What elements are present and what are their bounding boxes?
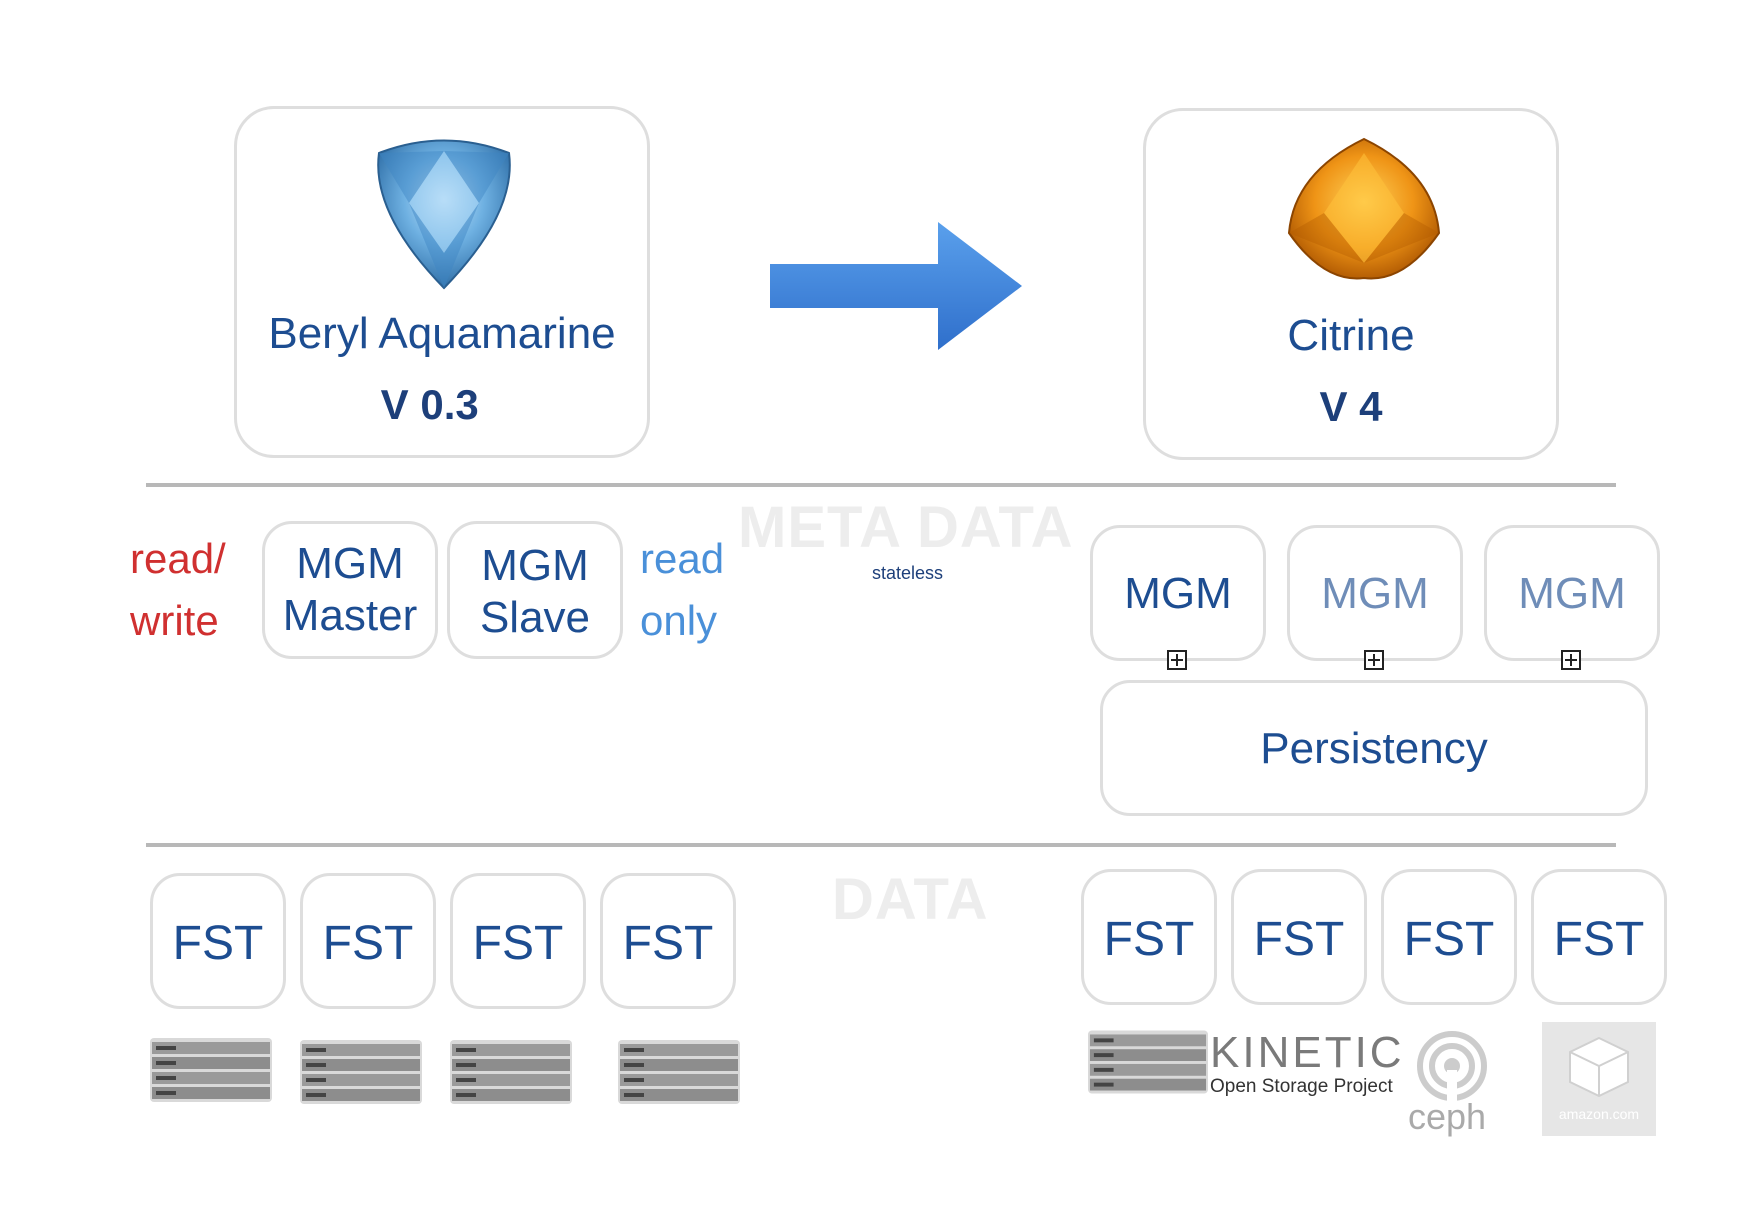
fst-box-left-3: FST [450, 873, 586, 1009]
kinetic-logo: KINETIC Open Storage Project [1210, 1028, 1405, 1098]
new-version-number: V 4 [1319, 383, 1383, 430]
fst-label: FST [1553, 913, 1645, 966]
upgrade-arrow [770, 222, 1022, 350]
server-rack-icon [150, 1038, 272, 1102]
s3-bucket-icon [1569, 1036, 1629, 1098]
server-rack-icon [618, 1040, 740, 1104]
mgm-label-3: MGM [1518, 569, 1626, 618]
fst-label: FST [1403, 913, 1495, 966]
fst-label: FST [322, 917, 414, 970]
read-only-line2: only [640, 597, 718, 644]
fst-box-right-4: FST [1531, 869, 1667, 1005]
old-version-number: V 0.3 [380, 381, 479, 428]
data-divider [146, 843, 1616, 847]
mgm-slave-line2: Slave [479, 593, 591, 642]
meta-divider [146, 483, 1616, 487]
mgm-master-label: MGM Master [265, 538, 435, 642]
server-rack-icon [1088, 1030, 1208, 1094]
persistency-label: Persistency [1260, 724, 1488, 773]
new-version-card: Citrine V 4 [1143, 108, 1559, 460]
server-rack-icon [300, 1040, 422, 1104]
mgm-master-line2: Master [282, 591, 418, 640]
expand-icon[interactable] [1561, 650, 1581, 670]
persistency-box: Persistency [1100, 680, 1648, 816]
read-only-line1: read [640, 535, 725, 582]
expand-icon[interactable] [1167, 650, 1187, 670]
mgm-master-line1: MGM [296, 539, 404, 588]
stateless-label: stateless [872, 563, 944, 583]
read-only-label: read only [640, 528, 724, 652]
data-section-label: DATA [832, 867, 989, 932]
kinetic-subtitle: Open Storage Project [1210, 1076, 1393, 1097]
citrine-gem-icon [1287, 137, 1441, 280]
fst-box-right-1: FST [1081, 869, 1217, 1005]
mgm-slave-box: MGM Slave [447, 521, 623, 659]
read-write-label: read/ write [130, 528, 226, 652]
mgm-box-2: MGM [1287, 525, 1463, 661]
fst-label: FST [622, 917, 714, 970]
fst-box-right-3: FST [1381, 869, 1517, 1005]
server-rack-icon [450, 1040, 572, 1104]
fst-label: FST [172, 917, 264, 970]
fst-box-left-2: FST [300, 873, 436, 1009]
fst-label: FST [1103, 913, 1195, 966]
amazon-logo-text: amazon.com [1558, 1106, 1640, 1122]
new-version-name: Citrine [1287, 311, 1415, 360]
fst-box-right-2: FST [1231, 869, 1367, 1005]
read-write-line1: read/ [130, 535, 226, 582]
amazon-s3-logo: amazon.com [1542, 1022, 1656, 1136]
ceph-logo-icon [1417, 1031, 1487, 1102]
kinetic-title: KINETIC [1210, 1028, 1405, 1077]
fst-box-left-1: FST [150, 873, 286, 1009]
aquamarine-gem-icon [377, 139, 511, 290]
expand-icon[interactable] [1364, 650, 1384, 670]
old-version-card: Beryl Aquamarine V 0.3 [234, 106, 650, 458]
mgm-box-3: MGM [1484, 525, 1660, 661]
fst-label: FST [1253, 913, 1345, 966]
mgm-master-box: MGM Master [262, 521, 438, 659]
old-version-name: Beryl Aquamarine [268, 309, 616, 358]
mgm-box-1: MGM [1090, 525, 1266, 661]
read-write-line2: write [130, 597, 219, 644]
ceph-logo-text: ceph [1408, 1096, 1487, 1137]
fst-label: FST [472, 917, 564, 970]
mgm-label-2: MGM [1321, 569, 1429, 618]
meta-data-section-label: META DATA [738, 495, 1074, 560]
mgm-slave-line1: MGM [481, 541, 589, 590]
mgm-slave-label: MGM Slave [450, 540, 620, 644]
mgm-label-1: MGM [1124, 569, 1232, 618]
fst-box-left-4: FST [600, 873, 736, 1009]
